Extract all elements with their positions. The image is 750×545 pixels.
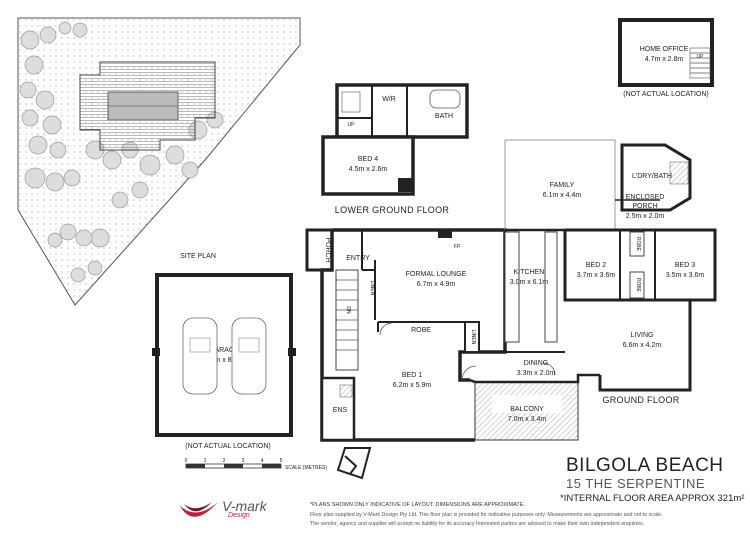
brand-sub: Design xyxy=(228,512,250,519)
garage-dim: 7.1m x 8.4m xyxy=(205,357,244,364)
scale-tick-3: 3 xyxy=(242,458,245,464)
site-house-footprint xyxy=(79,61,216,151)
fp-label: FP xyxy=(454,244,461,250)
ldry-label: L'DRY/BATH xyxy=(632,173,672,180)
robe-b-label: ROBE xyxy=(635,278,641,293)
kitchen-name: KITCHEN xyxy=(514,269,545,276)
home-office-name: HOME OFFICE xyxy=(640,46,689,53)
scale-tick-4: 4 xyxy=(261,458,264,464)
site-plan xyxy=(17,17,301,306)
living-dim: 6.6m x 4.2m xyxy=(623,342,662,349)
balcony-name: BALCONY xyxy=(510,406,544,413)
lower-ground-heading: LOWER GROUND FLOOR xyxy=(335,205,450,215)
scale-tick-5: 5 xyxy=(280,458,283,464)
bed1-dim: 6.2m x 5.9m xyxy=(393,382,432,389)
vmark-logo-icon xyxy=(180,502,218,517)
family-name: FAMILY xyxy=(550,182,575,189)
scale-tick-1: 1 xyxy=(204,458,207,464)
ground-floor-heading: GROUND FLOOR xyxy=(602,395,679,405)
dining-name: DINING xyxy=(524,360,549,367)
north-arrow-icon xyxy=(336,447,372,480)
garage-plan xyxy=(152,273,296,437)
property-address: 15 THE SERPENTINE xyxy=(566,476,706,491)
home-office-dim: 4.7m x 2.8m xyxy=(645,56,684,63)
floor-area-note: *INTERNAL FLOOR AREA APPROX 321m² xyxy=(560,493,745,504)
lower-ground-plan xyxy=(321,83,469,196)
home-office-plan xyxy=(618,18,714,87)
wir-label: W/R xyxy=(382,96,396,103)
balcony-dim: 7.0m x 3.4m xyxy=(508,416,547,423)
dining-dim: 3.3m x 2.0m xyxy=(517,370,556,377)
entry-label: ENTRY xyxy=(346,255,370,262)
garage-note: (NOT ACTUAL LOCATION) xyxy=(185,443,270,450)
scale-tick-0: 0 xyxy=(185,458,188,464)
linen-2-label: LINEN xyxy=(470,330,476,345)
disclaimer-headline: *PLANS SHOWN ONLY INDICATIVE OF LAYOUT. … xyxy=(310,502,525,508)
scale-bar xyxy=(185,463,282,469)
kitchen-dim: 3.0m x 6.1m xyxy=(510,279,549,286)
site-plan-heading: SITE PLAN xyxy=(180,253,216,260)
lower-up-label: UP xyxy=(348,122,356,128)
porch-label: PORCH xyxy=(324,237,331,262)
site-trees xyxy=(19,21,224,283)
room-labels: HOME OFFICE 4.7m x 2.8m UP (NOT ACTUAL L… xyxy=(180,46,709,471)
enclosed-porch-dim: 2.5m x 2.0m xyxy=(626,213,665,220)
bed3-dim: 3.5m x 3.6m xyxy=(666,272,705,279)
brand-name: V-mark xyxy=(222,498,267,514)
disclaimer-line-1: Floor plan supplied by V-Mark Design Pty… xyxy=(310,512,663,518)
bed2-name: BED 2 xyxy=(586,262,606,269)
robe-c-label: ROBE xyxy=(411,327,431,334)
property-title: BILGOLA BEACH xyxy=(566,455,724,476)
ens-label: ENS xyxy=(333,407,348,414)
robe-a-label: ROBE xyxy=(635,237,641,252)
bed1-name: BED 1 xyxy=(402,372,422,379)
living-name: LIVING xyxy=(631,332,654,339)
scale-label: SCALE (METRES) xyxy=(285,465,327,471)
bed4-dim: 4.5m x 2.6m xyxy=(349,166,388,173)
ground-floor-plan xyxy=(305,139,717,442)
home-office-up: UP xyxy=(697,54,705,60)
formal-lounge-dim: 6.7m x 4.9m xyxy=(417,281,456,288)
bed2-dim: 3.7m x 3.6m xyxy=(577,272,616,279)
bed4-name: BED 4 xyxy=(358,156,378,163)
linen-1-label: LINEN xyxy=(369,281,375,296)
bed3-name: BED 3 xyxy=(675,262,695,269)
family-dim: 6.1m x 4.4m xyxy=(543,192,582,199)
formal-lounge-name: FORMAL LOUNGE xyxy=(406,271,467,278)
home-office-note: (NOT ACTUAL LOCATION) xyxy=(623,91,708,98)
enclosed-porch-name2: PORCH xyxy=(632,203,657,210)
enclosed-porch-name: ENCLOSED xyxy=(626,194,665,201)
bath-label: BATH xyxy=(435,113,453,120)
garage-name: GARAGE xyxy=(209,347,239,354)
dn-label: DN xyxy=(345,306,351,314)
disclaimer-line-2: The vendor, agency and supplier will acc… xyxy=(310,521,645,527)
scale-tick-2: 2 xyxy=(223,458,226,464)
